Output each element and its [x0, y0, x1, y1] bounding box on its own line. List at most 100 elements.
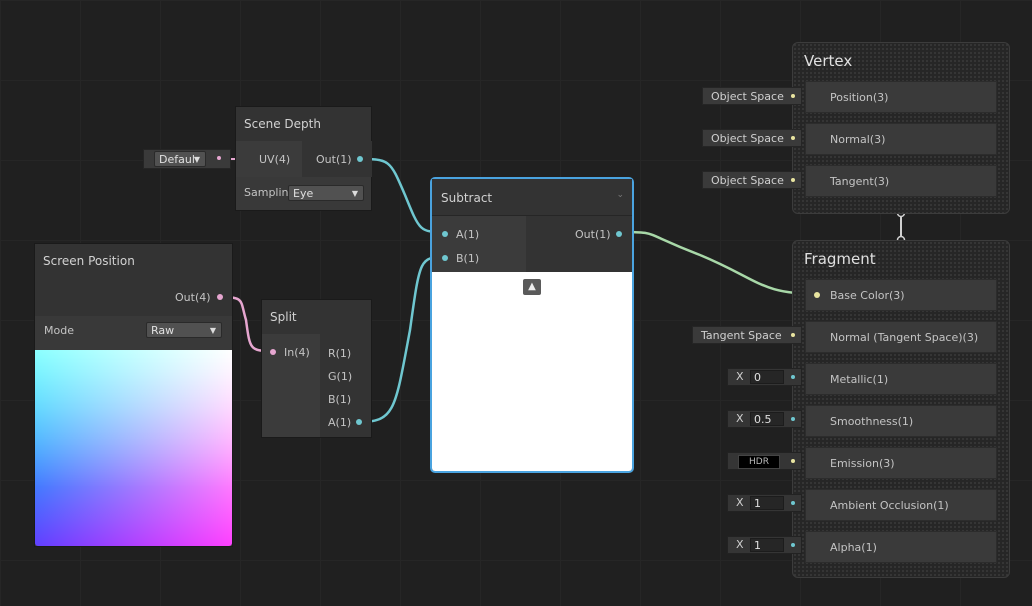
alpha-input[interactable]: 1 [750, 538, 784, 552]
tangent-port[interactable] [814, 178, 820, 184]
metallic-label: Metallic(1) [830, 373, 889, 386]
alpha-block[interactable]: Alpha(1) [805, 531, 997, 563]
subtract-out-label: Out(1) [575, 228, 611, 241]
normal-space-value: Object Space [711, 132, 784, 145]
scene-depth-out-label: Out(1) [316, 153, 352, 166]
mode-dropdown[interactable]: Raw ▼ [146, 322, 222, 338]
subtract-node[interactable]: Subtract ⌄ A(1) B(1) Out(1) ▲ [430, 177, 634, 473]
base-color-block[interactable]: Base Color(3) [805, 279, 997, 311]
uv-port-label: UV(4) [259, 153, 291, 166]
position-space-value: Object Space [711, 90, 784, 103]
split-in-label: In(4) [284, 346, 310, 359]
uv-default-dropdown[interactable]: Defaul ▼ [154, 151, 206, 167]
split-in-port[interactable] [270, 349, 276, 355]
uv-default-value: Defaul [159, 153, 195, 166]
split-out-b-port[interactable] [356, 396, 362, 402]
tangent-label: Tangent(3) [830, 175, 890, 188]
subtract-b-port[interactable] [442, 255, 448, 261]
subtract-a-port[interactable] [442, 231, 448, 237]
subtract-b-label: B(1) [456, 252, 480, 265]
normal-space-field[interactable]: Object Space [702, 129, 802, 147]
smoothness-x-label: X [736, 412, 744, 425]
subtract-title: Subtract [432, 179, 632, 216]
tangent-space-value: Object Space [711, 174, 784, 187]
subtract-out-port[interactable] [616, 231, 622, 237]
ambient-occlusion-field[interactable]: X 1 [727, 494, 802, 512]
position-port[interactable] [814, 94, 820, 100]
uv-input-port[interactable] [244, 156, 250, 162]
normal-label: Normal(3) [830, 133, 886, 146]
ambient-occlusion-block[interactable]: Ambient Occlusion(1) [805, 489, 997, 521]
emission-color-swatch[interactable]: HDR [738, 455, 780, 469]
metallic-input[interactable]: 0 [750, 370, 784, 384]
smoothness-field[interactable]: X 0.5 [727, 410, 802, 428]
emission-dot [791, 459, 795, 463]
chevron-down-icon: ▼ [209, 326, 216, 335]
base-color-label: Base Color(3) [830, 289, 905, 302]
ambient-occlusion-port[interactable] [814, 502, 820, 508]
vertex-stack[interactable]: Vertex Position(3) Normal(3) Tangent(3) [792, 42, 1010, 214]
mode-value: Raw [151, 324, 175, 337]
emission-block[interactable]: Emission(3) [805, 447, 997, 479]
uv-default-field: Defaul ▼ [143, 149, 231, 169]
sampling-dropdown[interactable]: Eye ▼ [288, 185, 364, 201]
chevron-down-icon[interactable]: ⌄ [616, 190, 624, 200]
chevron-down-icon: ▼ [351, 189, 358, 198]
metallic-block[interactable]: Metallic(1) [805, 363, 997, 395]
sampling-label: Samplin [244, 186, 289, 199]
smoothness-port[interactable] [814, 418, 820, 424]
screen-position-preview-fade [35, 350, 232, 546]
metallic-dot [791, 375, 795, 379]
metallic-field[interactable]: X 0 [727, 368, 802, 386]
split-out-b-label: B(1) [328, 393, 352, 406]
split-node[interactable]: Split In(4) R(1) G(1) B(1) A(1) [261, 299, 372, 438]
scene-depth-title: Scene Depth [236, 107, 371, 142]
smoothness-block[interactable]: Smoothness(1) [805, 405, 997, 437]
split-out-r-port[interactable] [356, 350, 362, 356]
split-out-g-port[interactable] [356, 373, 362, 379]
wire-subtract-basecolor [618, 230, 820, 296]
emission-label: Emission(3) [830, 457, 895, 470]
metallic-port[interactable] [814, 376, 820, 382]
emission-port[interactable] [814, 460, 820, 466]
chevron-down-icon: ▼ [193, 155, 200, 164]
scene-depth-node[interactable]: Scene Depth UV(4) Out(1) Samplin Eye ▼ [235, 106, 372, 211]
smoothness-input[interactable]: 0.5 [750, 412, 784, 426]
chevron-up-icon: ▲ [528, 281, 536, 292]
position-block[interactable]: Position(3) [805, 81, 997, 113]
ambient-occlusion-x-label: X [736, 496, 744, 509]
tangent-space-field[interactable]: Object Space [702, 171, 802, 189]
screen-position-out-label: Out(4) [175, 291, 211, 304]
subtract-preview [432, 272, 632, 471]
normal-block[interactable]: Normal(3) [805, 123, 997, 155]
collapse-preview-button[interactable]: ▲ [523, 279, 541, 295]
ambient-occlusion-input[interactable]: 1 [750, 496, 784, 510]
position-label: Position(3) [830, 91, 889, 104]
tangent-block[interactable]: Tangent(3) [805, 165, 997, 197]
fragment-title: Fragment [804, 250, 876, 268]
alpha-x-label: X [736, 538, 744, 551]
screen-position-title: Screen Position [35, 244, 232, 279]
metallic-x-label: X [736, 370, 744, 383]
smoothness-label: Smoothness(1) [830, 415, 914, 428]
scene-depth-out-port[interactable] [357, 156, 363, 162]
normal-tangent-space-field[interactable]: Tangent Space [692, 326, 802, 344]
ambient-occlusion-label: Ambient Occlusion(1) [830, 499, 949, 512]
ambient-occlusion-dot [791, 501, 795, 505]
alpha-port[interactable] [814, 544, 820, 550]
split-out-g-label: G(1) [328, 370, 353, 383]
screen-position-node[interactable]: Screen Position Out(4) Mode Raw ▼ [34, 243, 233, 547]
normal-ts-port[interactable] [814, 334, 820, 340]
base-color-port[interactable] [814, 292, 820, 298]
split-out-a-port[interactable] [356, 419, 362, 425]
normal-tangent-space-value: Tangent Space [701, 329, 782, 342]
position-space-field[interactable]: Object Space [702, 87, 802, 105]
subtract-a-label: A(1) [456, 228, 480, 241]
normal-ts-block[interactable]: Normal (Tangent Space)(3) [805, 321, 997, 353]
fragment-stack[interactable]: Fragment Base Color(3) Normal (Tangent S… [792, 240, 1010, 578]
normal-tangent-space-dot [791, 333, 795, 337]
normal-port[interactable] [814, 136, 820, 142]
screen-position-out-port[interactable] [217, 294, 223, 300]
emission-field[interactable]: HDR [727, 452, 802, 470]
alpha-field[interactable]: X 1 [727, 536, 802, 554]
